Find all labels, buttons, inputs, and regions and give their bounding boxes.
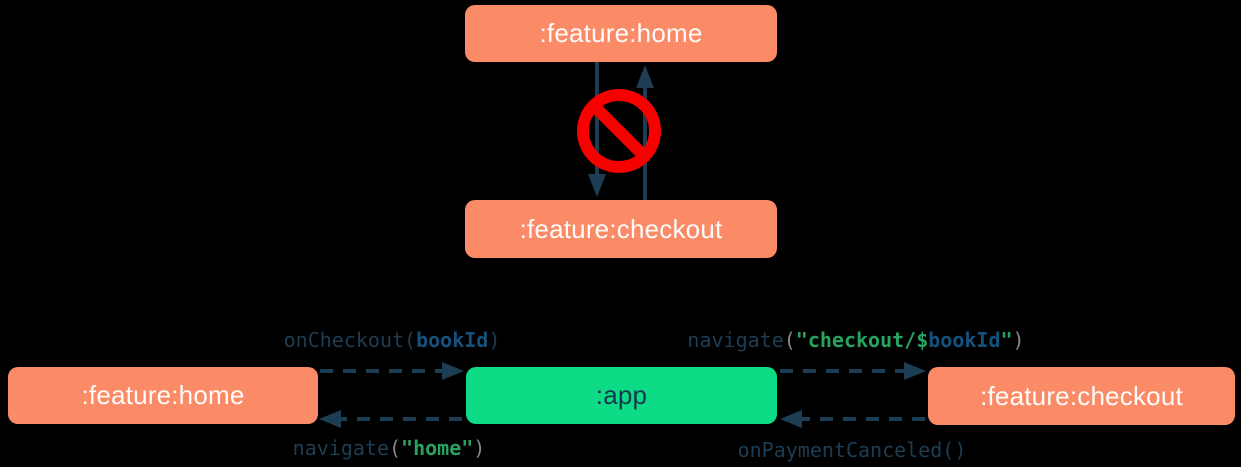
node-label: :app [595, 380, 648, 410]
node-feature-home: :feature:home [8, 367, 318, 424]
node-label: :feature:checkout [980, 380, 1183, 411]
code-fn: onPaymentCanceled [737, 438, 943, 462]
code-string: "home" [401, 436, 474, 460]
code-paren: ) [488, 328, 501, 352]
no-entry-icon [577, 89, 661, 173]
code-label-navigate-checkout: navigate("checkout/$bookId") [687, 329, 1024, 352]
node-label: :feature:checkout [519, 213, 723, 244]
node-feature-home-top: :feature:home [465, 5, 777, 62]
code-paren: ) [473, 436, 486, 460]
code-label-navigate-home: navigate("home") [293, 437, 486, 460]
code-fn: navigate [292, 436, 389, 460]
code-var: bookId [416, 328, 489, 352]
node-label: :feature:home [539, 18, 703, 48]
code-label-onpaymentcanceled: onPaymentCanceled() [738, 439, 967, 462]
code-template-sigil: $ [916, 328, 929, 352]
code-paren: ( [404, 328, 417, 352]
code-var: bookId [928, 328, 1001, 352]
code-fn: onCheckout [283, 328, 405, 352]
code-paren: () [942, 438, 967, 462]
arrow-checkout-to-app [780, 410, 925, 428]
code-label-oncheckout: onCheckout(bookId) [284, 329, 501, 352]
arrow-app-to-home [319, 410, 462, 428]
node-label: :feature:home [81, 380, 245, 410]
code-paren: ( [388, 436, 402, 460]
node-feature-checkout-top: :feature:checkout [465, 200, 777, 258]
node-feature-checkout: :feature:checkout [928, 367, 1235, 425]
arrow-app-to-checkout [780, 362, 926, 380]
code-fn: navigate [687, 328, 784, 352]
code-string: "checkout/ [795, 328, 917, 352]
node-app: :app [466, 367, 777, 424]
code-paren: ( [783, 328, 796, 352]
arrow-home-to-app [320, 362, 464, 380]
code-paren: ) [1012, 328, 1025, 352]
code-string: " [1000, 328, 1013, 352]
